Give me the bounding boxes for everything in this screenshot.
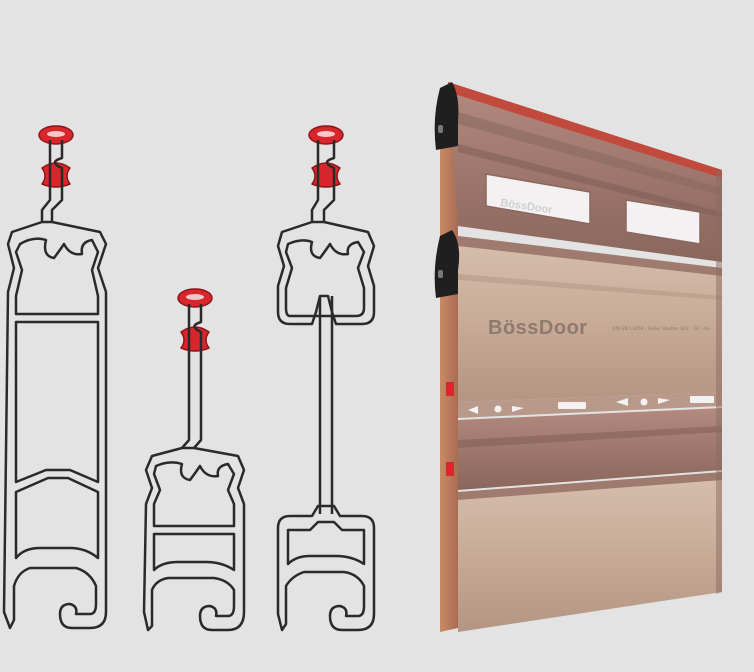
slat-panel-3d: BössDoor BössDoor DIN EN 13659 · Roller … bbox=[434, 82, 722, 632]
short-profile-section bbox=[142, 288, 246, 632]
end-cap bbox=[434, 230, 460, 298]
medium-profile-section bbox=[276, 125, 376, 632]
slat-middle bbox=[458, 408, 722, 490]
seal-icon bbox=[38, 125, 74, 188]
tall-profile-section bbox=[2, 125, 108, 630]
edge-seal bbox=[446, 382, 454, 396]
window-cutout-2 bbox=[625, 199, 701, 245]
window-cutout-1 bbox=[485, 173, 591, 225]
slat-top: BössDoor bbox=[434, 82, 722, 262]
edge-seal bbox=[446, 462, 454, 476]
seal-icon bbox=[177, 288, 213, 352]
end-cap bbox=[434, 82, 459, 150]
brand-logo: BössDoor bbox=[488, 317, 588, 339]
spec-line: DIN EN 13659 · Roller Shutter Slat · 14 … bbox=[612, 326, 710, 332]
slat-bottom bbox=[458, 472, 722, 632]
seal-icon bbox=[308, 125, 344, 188]
perforation-strip bbox=[458, 392, 722, 418]
slat-logo: BössDoor DIN EN 13659 · Roller Shutter S… bbox=[434, 230, 722, 402]
